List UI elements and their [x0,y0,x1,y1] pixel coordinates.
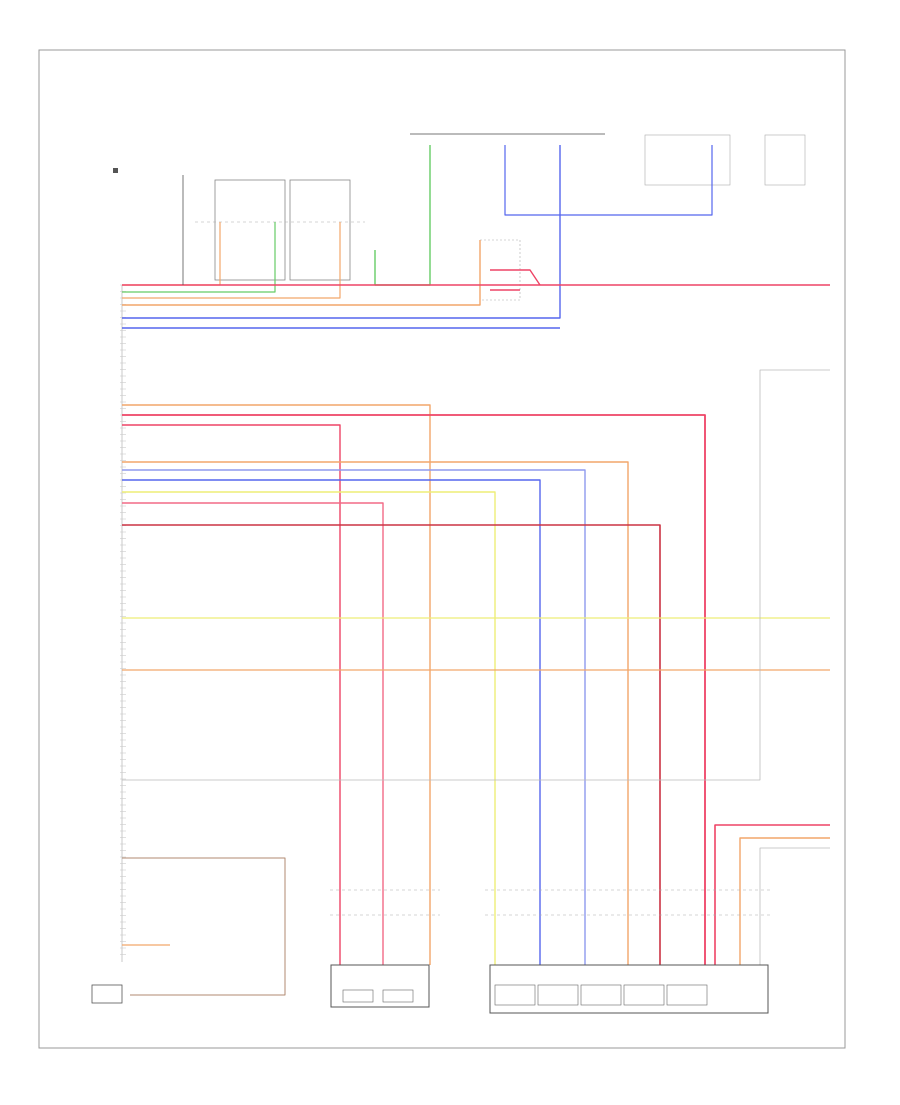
wire-orange-to-right-module [122,461,629,965]
module-left-bottom-pin-1 [342,989,374,1003]
module-left-bottom [330,964,430,1008]
wire-red-jumper-1 [490,269,541,286]
wire-red-to-right-module [122,414,706,965]
wire-blue-to-right-module [122,479,541,965]
wires [122,145,830,996]
wire-gray-lower-right [759,847,830,965]
wire-top-orange [122,222,221,286]
connector-dash-links [330,889,770,916]
legend-box [91,984,123,1004]
wire-dark-red-to-right-module [122,524,661,965]
wire-brown-loop [122,857,286,996]
diagram-border [38,49,846,1049]
wire-top-green-1 [122,222,276,293]
wire-green-riser [374,145,431,286]
connector-box-left [214,179,286,281]
module-right-bottom-pin-5 [666,984,708,1006]
right-ground-box [764,134,806,186]
module-right-bottom-pin-4 [623,984,665,1006]
module-right-bottom-pin-1 [494,984,536,1006]
wire-light-blue-to-right-module [122,469,586,965]
module-right-bottom [489,964,769,1014]
wire-red-to-left-module [122,424,341,965]
top-connectors [113,133,806,301]
module-left-bottom-pin-2 [382,989,414,1003]
wire-gray-return [122,369,830,781]
wire-blue-horizontal-1 [122,145,561,319]
module-right-bottom-pin-2 [537,984,579,1006]
wire-top-orange-2 [122,222,341,299]
wire-yellow-to-right-module [122,491,496,965]
module-right-bottom-pin-3 [580,984,622,1006]
wire-orange-to-left-module [122,404,431,965]
connector-box-right [289,179,351,281]
wire-pink-to-left-module [122,502,384,965]
left-module-pin-column [120,284,126,962]
top-left-indicator [113,168,118,173]
bottom-modules [91,964,769,1014]
right-sensor-box [644,134,731,186]
bus-bar [410,133,605,135]
wire-blue-sensor-loop [504,145,713,216]
wire-orange-lower-right [739,837,830,965]
wire-red-lower-right [714,824,830,965]
wire-orange-horizontal [122,240,481,306]
